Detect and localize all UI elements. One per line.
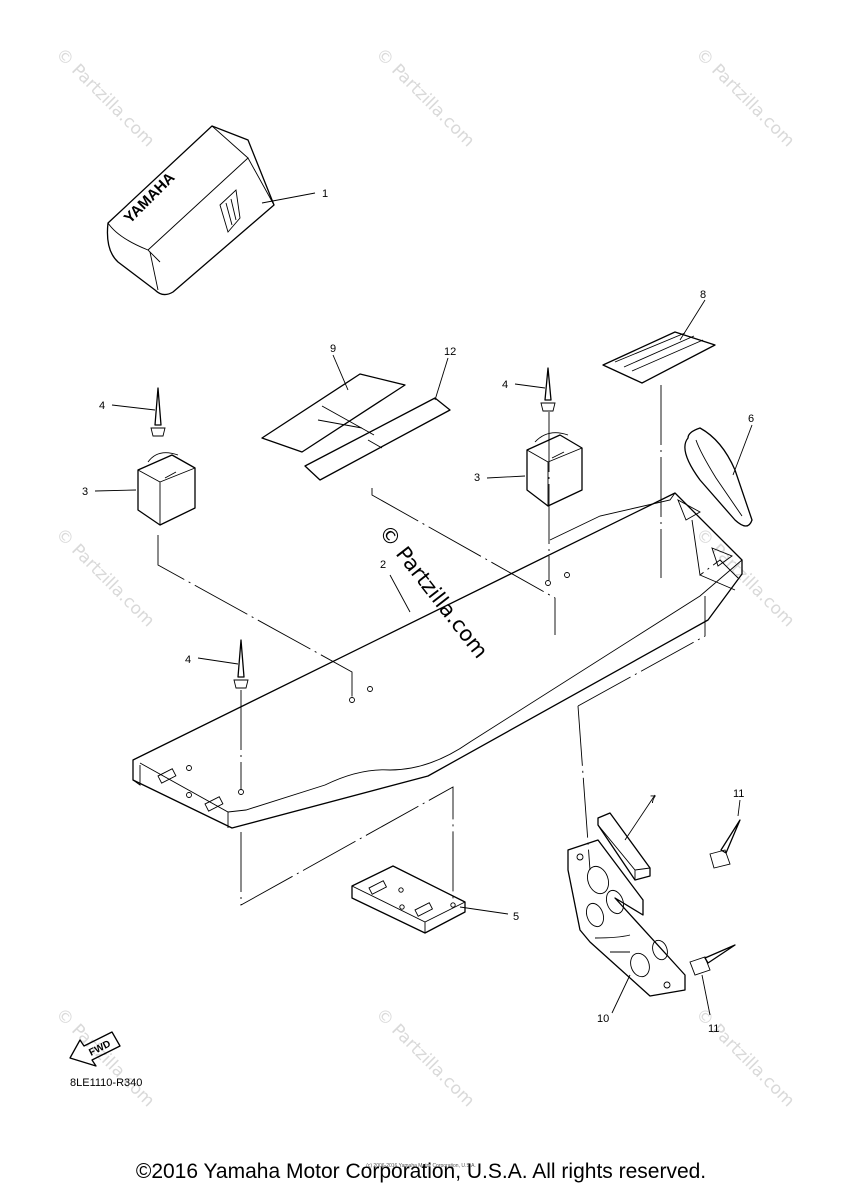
- callout-11-upper: 11: [733, 788, 744, 800]
- copyright-notice: ©2016 Yamaha Motor Corporation, U.S.A. A…: [135, 1160, 707, 1183]
- callout-4-lower: 4: [185, 654, 191, 666]
- callout-5: 5: [513, 911, 519, 923]
- watermark: © Partzilla.com: [371, 44, 478, 151]
- part-1-cover: YAMAHA: [106, 125, 316, 296]
- part-2-plate: [132, 492, 743, 829]
- part-11-rivet-lower: [689, 944, 736, 1016]
- part-12-decal: [304, 357, 451, 481]
- callout-10: 10: [597, 1013, 609, 1025]
- part-7-pad: [597, 794, 656, 881]
- callout-3-left: 3: [82, 486, 88, 498]
- part-8-pad: [602, 299, 716, 384]
- callout-6: 6: [748, 413, 754, 425]
- part-5-plate: [351, 865, 509, 934]
- callouts: 1 2 3 3 4 4 4 5 6 7 8 9 10 11 11 12: [82, 188, 754, 1035]
- diagram-code: 8LE1110-R340: [70, 1077, 142, 1089]
- watermark: © Partzilla.com: [51, 1004, 158, 1111]
- part-11-rivet-upper: [709, 799, 741, 869]
- part-10-plate: [567, 839, 686, 1014]
- part-3-clip-left: [94, 452, 196, 526]
- watermark: © Partzilla.com: [51, 524, 158, 631]
- watermark: © Partzilla.com: [51, 44, 158, 151]
- callout-1: 1: [322, 188, 328, 200]
- callout-2: 2: [380, 559, 386, 571]
- part-9-decal: [261, 354, 406, 453]
- small-print: (c) 2006-2016 Yamaha Motor Corporation, …: [366, 1163, 476, 1169]
- part-3-clip-right: [486, 432, 583, 507]
- part-6-rod: [684, 424, 753, 527]
- callout-7: 7: [650, 794, 656, 806]
- callout-11-lower: 11: [708, 1023, 719, 1035]
- part-4-rivet-left: [111, 387, 166, 437]
- watermark: © Partzilla.com: [371, 1004, 478, 1111]
- part-4-rivet-right: [514, 367, 556, 412]
- callout-8: 8: [700, 289, 706, 301]
- callout-9: 9: [330, 343, 336, 355]
- callout-4-left: 4: [99, 400, 105, 412]
- watermarks: © Partzilla.com © Partzilla.com © Partzi…: [51, 44, 798, 1111]
- reference-lines: [157, 385, 739, 906]
- cover-brand-label: YAMAHA: [121, 169, 179, 227]
- callout-4-right: 4: [502, 379, 508, 391]
- callout-3-right: 3: [474, 472, 480, 484]
- watermark: © Partzilla.com: [691, 44, 798, 151]
- watermark: © Partzilla.com: [691, 1004, 798, 1111]
- callout-12: 12: [444, 346, 456, 358]
- part-4-rivet-lower: [197, 639, 249, 689]
